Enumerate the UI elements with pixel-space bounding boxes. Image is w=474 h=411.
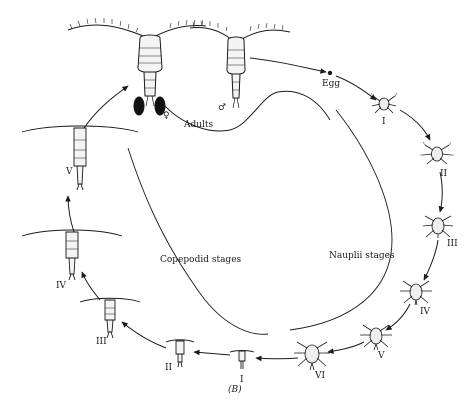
adult-female <box>67 17 207 116</box>
nauplius-label-V: V <box>377 351 385 361</box>
nauplius-III <box>422 215 454 238</box>
copepodid-II <box>165 339 195 368</box>
copepodid-group-arc <box>127 147 269 335</box>
nauplius-label-III: III <box>447 239 458 249</box>
male-urosome <box>231 73 241 99</box>
nauplius-IV <box>400 280 432 306</box>
arrow-c2-to-c3 <box>121 321 167 349</box>
text-labels: Adults ♀ ♂ Egg Nauplii stages Copepodid … <box>56 79 458 395</box>
arrow-n4-to-n5 <box>385 303 411 331</box>
female-egg-sac-right <box>154 96 166 116</box>
copepodid-label-III: III <box>96 337 107 347</box>
arrow-c4-to-c5 <box>65 195 75 233</box>
arrow-n2-to-n3 <box>438 171 445 213</box>
copepodid-label-V: V <box>65 167 73 177</box>
female-egg-sac-left <box>133 96 145 116</box>
nauplius-label-IV: IV <box>420 307 431 317</box>
copepodid-label-I: I <box>240 375 244 385</box>
female-prosome <box>137 34 163 73</box>
copepodid-I <box>229 350 255 369</box>
male-antenna-left <box>189 27 233 41</box>
arrow-n5-to-n6 <box>327 341 365 354</box>
copepodid-stages-label: Copepodid stages <box>160 255 242 265</box>
nauplius-I <box>370 92 398 114</box>
arrow-n6-to-c1 <box>255 355 299 362</box>
nauplii-figures <box>294 92 454 371</box>
nauplius-II <box>420 141 454 165</box>
nauplius-label-VI: VI <box>314 371 325 381</box>
arrow-c3-to-c4 <box>81 271 101 301</box>
arrow-n1-to-n2 <box>399 109 431 141</box>
arrow-n3-to-n4 <box>423 239 439 281</box>
female-urosome <box>143 71 157 97</box>
copepodid-III <box>79 297 141 339</box>
nauplii-group-arc <box>289 109 393 331</box>
female-symbol-label: ♀ <box>163 111 170 121</box>
male-prosome <box>226 36 246 75</box>
adult-male <box>189 20 291 109</box>
nauplii-stages-label: Nauplii stages <box>329 251 395 261</box>
nauplius-VI <box>294 341 330 371</box>
arrow-adult-to-egg <box>249 57 327 74</box>
grouping-arcs <box>127 109 393 335</box>
copepodid-label-II: II <box>165 363 173 373</box>
nauplius-label-I: I <box>382 117 386 127</box>
figure-label: (B) <box>228 384 242 395</box>
egg-label: Egg <box>322 79 340 89</box>
arrow-c1-to-c2 <box>193 349 231 356</box>
egg <box>327 70 333 76</box>
male-symbol-label: ♂ <box>218 103 226 113</box>
copepodid-IV <box>21 229 123 281</box>
adults-label: Adults <box>183 120 214 130</box>
arrow-c5-to-adults <box>83 85 129 129</box>
copepodid-label-IV: IV <box>56 281 67 291</box>
nauplius-label-II: II <box>440 169 448 179</box>
copepodid-figures <box>21 125 255 369</box>
copepodid-V <box>21 125 139 191</box>
nauplius-V <box>360 324 392 351</box>
female-antenna-left <box>67 24 149 39</box>
male-antenna-right <box>239 29 291 41</box>
cycle-arrows <box>65 57 445 362</box>
arrow-egg-to-n1 <box>335 75 377 101</box>
adult-mating-curve <box>159 90 331 132</box>
